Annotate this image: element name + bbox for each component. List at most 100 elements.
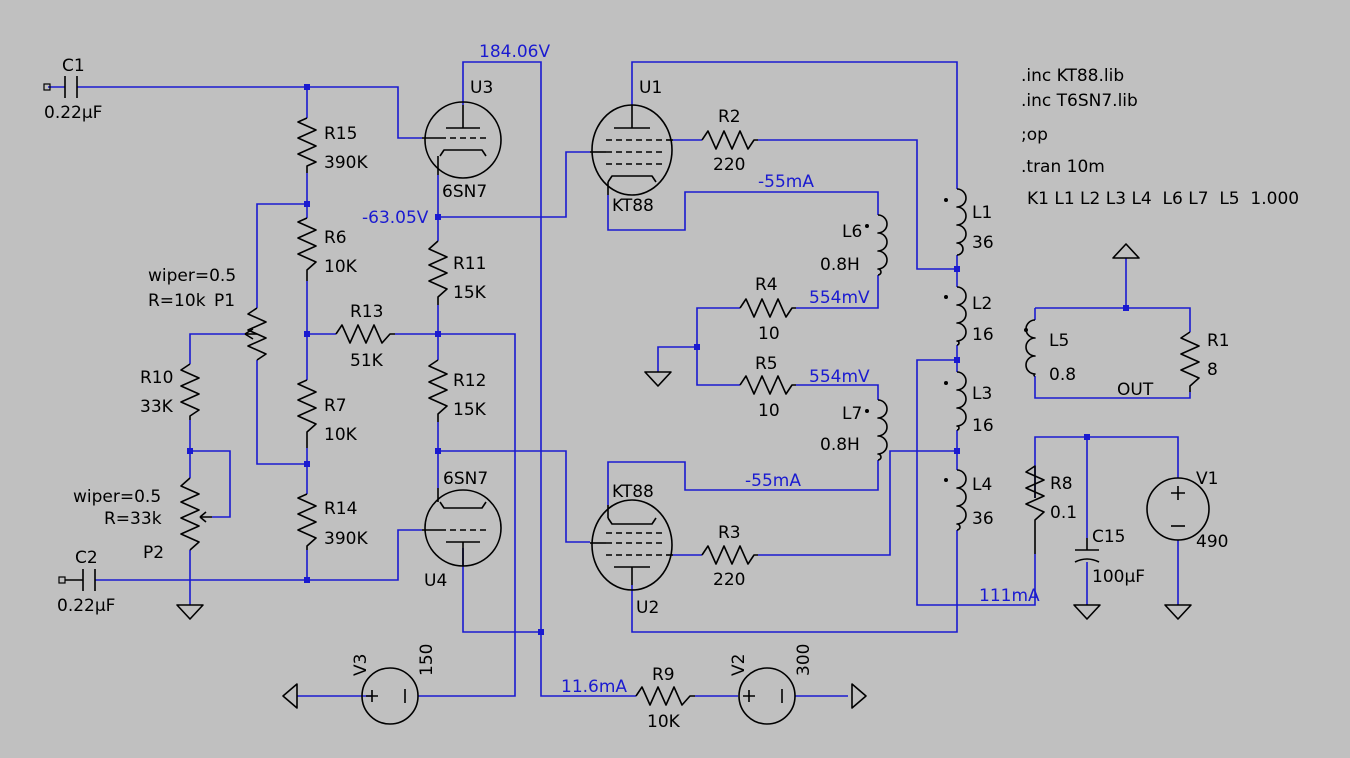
resistor-r2: R2 220 bbox=[701, 107, 758, 175]
resistor-r1: R1 8 bbox=[1180, 331, 1230, 392]
directive-inc-6sn7: .inc T6SN7.lib bbox=[1021, 91, 1138, 111]
l5-value: 0.8 bbox=[1049, 365, 1076, 385]
r15-value: 390K bbox=[324, 153, 368, 173]
annotation-r4-voltage: 554mV bbox=[809, 288, 870, 308]
r14-name: R14 bbox=[324, 499, 357, 519]
annotation-u2-current: -55mA bbox=[745, 471, 801, 491]
v1-value: 490 bbox=[1196, 532, 1228, 552]
v3-value: 150 bbox=[417, 644, 437, 676]
resistor-r8: R8 0.1 bbox=[1025, 465, 1077, 554]
resistor-r9: R9 10K bbox=[635, 665, 695, 732]
resistor-r11: R11 15K bbox=[428, 240, 487, 305]
r15-name: R15 bbox=[324, 124, 357, 144]
u3-name: U3 bbox=[470, 78, 493, 98]
resistor-r6: R6 10K bbox=[297, 217, 358, 281]
l1-value: 36 bbox=[972, 233, 994, 253]
r13-name: R13 bbox=[350, 302, 383, 322]
resistor-r13: R13 51K bbox=[335, 302, 395, 371]
v2-value: 300 bbox=[794, 644, 814, 676]
tube-u4: 6SN7 U4 bbox=[422, 469, 502, 591]
inductor-l2: L2 16 bbox=[944, 286, 994, 346]
directive-coupling: K1 L1 L2 L3 L4 L6 L7 L5 1.000 bbox=[1027, 189, 1299, 209]
annotation-r9-current: 11.6mA bbox=[561, 677, 627, 697]
inductor-l5: L5 0.8 bbox=[1024, 319, 1076, 385]
l2-value: 16 bbox=[972, 325, 994, 345]
resistor-r14: R14 390K bbox=[297, 493, 368, 550]
resistor-r4: R4 10 bbox=[739, 275, 796, 344]
voltage-source-v2: V2 300 bbox=[729, 644, 814, 725]
resistor-r12: R12 15K bbox=[428, 359, 487, 422]
spice-directives: .inc KT88.lib .inc T6SN7.lib ;op .tran 1… bbox=[1021, 66, 1299, 209]
directive-tran: .tran 10m bbox=[1021, 157, 1105, 177]
annotation-r5-voltage: 554mV bbox=[809, 367, 870, 387]
resistor-r5: R5 10 bbox=[739, 354, 796, 421]
r7-value: 10K bbox=[324, 425, 358, 445]
c2-value: 0.22µF bbox=[57, 596, 115, 616]
r1-value: 8 bbox=[1207, 360, 1218, 380]
u4-model: 6SN7 bbox=[443, 469, 488, 489]
inductor-l7: L7 0.8H bbox=[820, 399, 888, 461]
r8-value: 0.1 bbox=[1050, 503, 1077, 523]
supply-flags bbox=[282, 243, 1140, 709]
simulation-annotations: 184.06V -63.05V -55mA 554mV 554mV -55mA … bbox=[362, 42, 1040, 697]
c1-name: C1 bbox=[62, 56, 85, 76]
u2-model: KT88 bbox=[612, 482, 654, 502]
c1-value: 0.22µF bbox=[44, 103, 102, 123]
l7-value: 0.8H bbox=[820, 435, 860, 455]
resistor-r7: R7 10K bbox=[297, 379, 358, 448]
u1-model: KT88 bbox=[612, 196, 654, 216]
r7-name: R7 bbox=[324, 396, 347, 416]
capacitor-c2: C2 0.22µF bbox=[57, 548, 115, 616]
l3-value: 16 bbox=[972, 416, 994, 436]
resistor-r3: R3 220 bbox=[701, 523, 758, 590]
p1-r: R=10k bbox=[148, 291, 206, 311]
r3-value: 220 bbox=[713, 570, 745, 590]
r11-name: R11 bbox=[453, 254, 486, 274]
inductor-l6: L6 0.8H bbox=[820, 214, 888, 276]
r5-name: R5 bbox=[755, 354, 778, 374]
r10-value: 33K bbox=[140, 397, 174, 417]
l5-name: L5 bbox=[1049, 331, 1069, 351]
r4-name: R4 bbox=[755, 275, 778, 295]
ground-symbols bbox=[176, 371, 1192, 620]
r11-value: 15K bbox=[453, 283, 487, 303]
annotation-cathode-voltage: -63.05V bbox=[362, 208, 429, 228]
p2-name: P2 bbox=[143, 543, 164, 563]
tube-u3: U3 6SN7 bbox=[422, 78, 502, 202]
r12-name: R12 bbox=[453, 371, 486, 391]
voltage-source-v1: V1 490 bbox=[1146, 469, 1228, 552]
u1-name: U1 bbox=[639, 78, 662, 98]
r2-value: 220 bbox=[713, 155, 745, 175]
r12-value: 15K bbox=[453, 400, 487, 420]
wires bbox=[48, 61, 1191, 697]
l6-value: 0.8H bbox=[820, 255, 860, 275]
p1-name: P1 bbox=[214, 291, 235, 311]
p1-wiper: wiper=0.5 bbox=[148, 266, 236, 286]
annotation-cathode-current: 111mA bbox=[979, 586, 1040, 606]
r6-value: 10K bbox=[324, 257, 358, 277]
r14-value: 390K bbox=[324, 529, 368, 549]
v2-name: V2 bbox=[729, 654, 749, 676]
l3-name: L3 bbox=[972, 384, 992, 404]
directive-inc-kt88: .inc KT88.lib bbox=[1021, 66, 1124, 86]
r9-value: 10K bbox=[647, 712, 681, 732]
r5-value: 10 bbox=[758, 401, 780, 421]
r9-name: R9 bbox=[652, 665, 675, 685]
capacitor-c15: C15 100µF bbox=[1074, 527, 1145, 587]
u3-model: 6SN7 bbox=[442, 182, 487, 202]
inductor-l1: L1 36 bbox=[944, 188, 994, 256]
r6-name: R6 bbox=[324, 228, 347, 248]
v1-name: V1 bbox=[1196, 469, 1218, 489]
annotation-plate-voltage: 184.06V bbox=[479, 42, 550, 62]
p2-wiper: wiper=0.5 bbox=[73, 487, 161, 507]
l2-name: L2 bbox=[972, 294, 992, 314]
directive-op: ;op bbox=[1021, 125, 1048, 145]
v3-name: V3 bbox=[351, 654, 371, 676]
c15-name: C15 bbox=[1092, 527, 1126, 547]
r1-name: R1 bbox=[1207, 331, 1230, 351]
c15-value: 100µF bbox=[1092, 567, 1145, 587]
r2-name: R2 bbox=[718, 107, 741, 127]
annotation-u1-current: -55mA bbox=[758, 172, 814, 192]
p2-r: R=33k bbox=[104, 509, 162, 529]
